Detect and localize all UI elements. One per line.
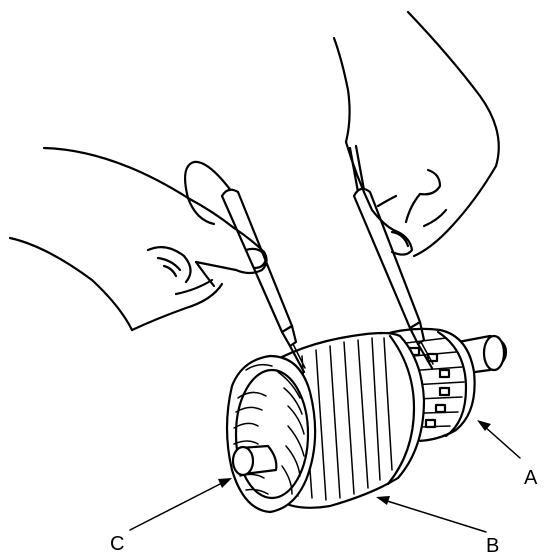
shaft-left [231, 444, 278, 477]
label-b: B [486, 535, 499, 557]
left-hand [8, 146, 268, 332]
callout-c: C [110, 478, 232, 555]
right-hand [332, 10, 500, 258]
label-a: A [524, 467, 538, 489]
callout-a: A [477, 420, 538, 489]
tester-probe-right [348, 144, 434, 370]
tester-probe-left [183, 160, 306, 374]
armature-winding [225, 354, 317, 514]
label-c: C [110, 533, 124, 555]
armature [225, 327, 508, 514]
callout-b: B [376, 496, 499, 557]
